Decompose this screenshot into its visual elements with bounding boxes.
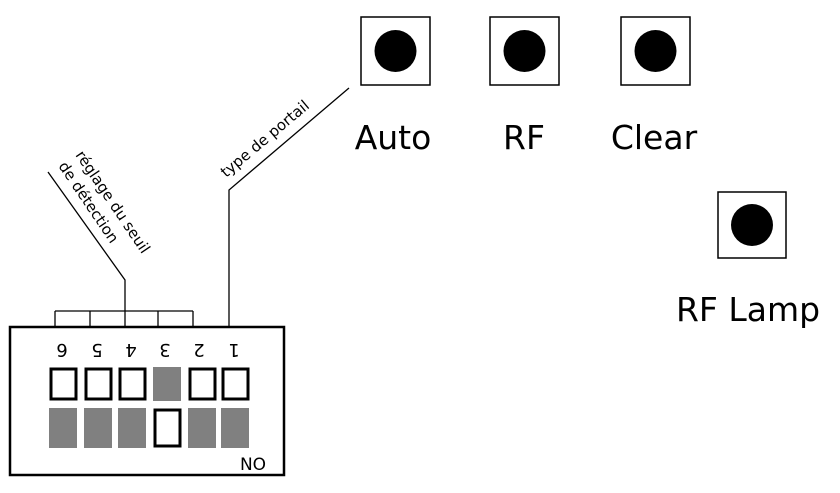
switch-4-lower-slot xyxy=(118,408,146,448)
switch-numbers: 6 5 4 3 2 1 xyxy=(56,339,239,360)
switch-1-upper-slot xyxy=(221,367,250,401)
rf-button[interactable] xyxy=(489,16,560,86)
rf-lamp-button-cap xyxy=(731,204,773,246)
rf-lamp-button-label: RF Lamp xyxy=(676,290,820,329)
switch-number-4: 4 xyxy=(125,339,136,360)
dip-switch-2[interactable] xyxy=(188,367,217,448)
auto-button-cap xyxy=(374,30,417,72)
dip-switch-1[interactable] xyxy=(221,367,250,448)
dip-switch-4[interactable] xyxy=(118,367,147,448)
dip-switch-6[interactable] xyxy=(49,367,78,448)
switch-5-lower-slot xyxy=(84,408,112,448)
dip-switch-5[interactable] xyxy=(84,367,113,448)
gate-type-label: type de portail xyxy=(217,97,313,182)
switch-number-6: 6 xyxy=(56,339,67,360)
dip-switch-body xyxy=(8,325,286,477)
clear-button-label: Clear xyxy=(611,118,698,157)
switch-6-upper-slot xyxy=(49,367,78,401)
auto-button[interactable] xyxy=(360,16,431,86)
switch-3-upper-slot xyxy=(153,367,181,401)
switch-number-2: 2 xyxy=(193,339,204,360)
switch-number-3: 3 xyxy=(159,339,170,360)
gate-type-leader-line xyxy=(228,87,350,336)
switch-5-upper-slot xyxy=(84,367,113,401)
on-position-label: NO xyxy=(240,455,266,475)
switch-4-upper-slot xyxy=(118,367,147,401)
switch-3-lower-slot xyxy=(153,408,182,448)
dip-switch-3[interactable] xyxy=(153,367,182,448)
switch-number-5: 5 xyxy=(91,339,102,360)
switch-2-lower-slot xyxy=(188,408,216,448)
rf-button-cap xyxy=(503,30,546,72)
switch-2-upper-slot xyxy=(188,367,217,401)
threshold-leader-line xyxy=(47,171,126,297)
rf-button-label: RF xyxy=(503,118,545,157)
clear-button[interactable] xyxy=(620,16,691,86)
switch-1-lower-slot xyxy=(221,408,249,448)
rf-lamp-button[interactable] xyxy=(717,191,787,259)
switch-number-1: 1 xyxy=(228,339,239,360)
switch-6-lower-slot xyxy=(49,408,77,448)
clear-button-cap xyxy=(634,30,677,72)
auto-button-label: Auto xyxy=(355,118,432,157)
